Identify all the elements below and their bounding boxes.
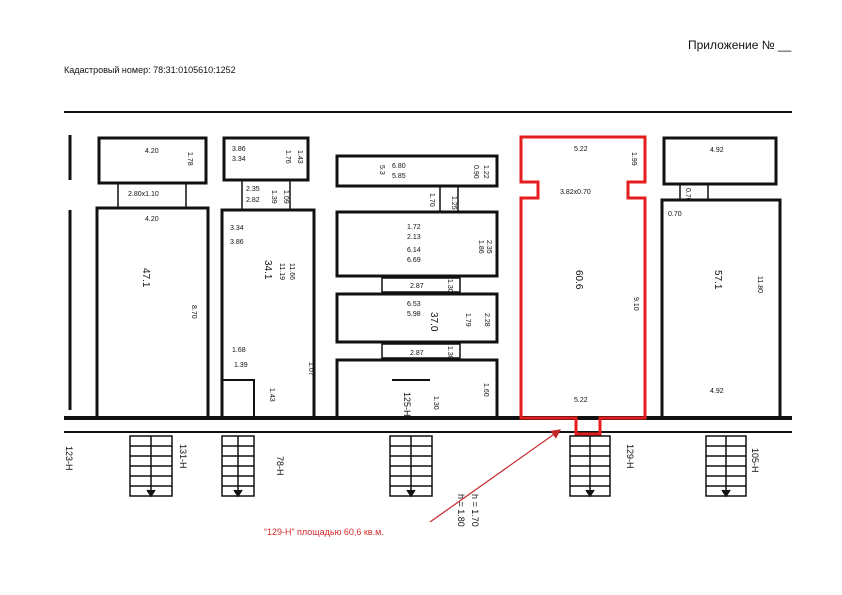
dim-u3-u: 1.30 xyxy=(446,346,453,360)
building-walls xyxy=(64,111,792,433)
dim-u1-h: 8.70 xyxy=(190,305,197,319)
dim-u3-g: 1.25 xyxy=(450,196,457,210)
area-u3: 37.0 xyxy=(428,312,439,332)
dim-u2-l: 11.66 xyxy=(288,263,295,280)
dim-u3-o: 1.30 xyxy=(446,279,453,293)
dim-u4-h: 9.10 xyxy=(632,297,639,311)
dim-u3-a: 6.80 xyxy=(392,163,406,170)
area-u1: 47.1 xyxy=(140,268,151,288)
label-123-n: 123-Н xyxy=(64,446,74,471)
dim-u2-o: 1.07 xyxy=(307,362,314,376)
dim-u3-b: 5.85 xyxy=(392,173,406,180)
label-h-1-70: h = 1.70 xyxy=(470,494,480,527)
dim-u3-c: 1.22 xyxy=(482,165,489,179)
dim-u5-h: 11.80 xyxy=(756,276,763,293)
dim-u1-main-w: 4.20 xyxy=(145,216,159,223)
dim-u2-m: 1.68 xyxy=(232,347,246,354)
dim-u2-p: 1.43 xyxy=(268,388,275,402)
area-u4: 60.6 xyxy=(573,270,584,290)
unit-78-n xyxy=(220,136,316,420)
label-h-1-80: h = 1.80 xyxy=(456,494,466,527)
callout-text: “129-Н” площадью 60,6 кв.м. xyxy=(264,527,384,537)
label-78-n: 78-Н xyxy=(275,456,285,476)
cadastral-number: Кадастровый номер: 78:31:0105610:1252 xyxy=(64,65,236,75)
dim-u1-top-w: 4.20 xyxy=(145,148,159,155)
unit-131-n xyxy=(95,136,210,420)
dim-u3-p: 6.53 xyxy=(407,301,421,308)
staircase-5 xyxy=(705,435,747,498)
dim-u1-pass: 2.80x1.10 xyxy=(128,191,159,198)
label-125-n: 125-Н xyxy=(402,392,412,417)
callout-arrow xyxy=(429,429,561,523)
dim-u2-c: 1.76 xyxy=(284,150,291,164)
dim-u5-bottom-w: 4.92 xyxy=(710,388,724,395)
dim-u4-top-h: 1.99 xyxy=(630,152,637,166)
dim-u2-b: 3.34 xyxy=(232,156,246,163)
dim-u4-top-w: 5.22 xyxy=(574,146,588,153)
dim-u2-h: 1.39 xyxy=(270,190,277,204)
dim-u4-bottom-w: 5.22 xyxy=(574,397,588,404)
dim-u2-e: 2.35 xyxy=(246,186,260,193)
dim-u3-m: 2.35 xyxy=(485,240,492,254)
dim-u1-top-h: 1.78 xyxy=(186,152,193,166)
dim-u3-j: 6.14 xyxy=(407,247,421,254)
staircase-1 xyxy=(129,435,173,498)
dim-u3-e: 5.3 xyxy=(378,165,385,175)
dim-u3-w: 1.30 xyxy=(432,396,439,410)
label-105-n: 105-Н xyxy=(750,448,760,473)
dim-u3-q: 5.98 xyxy=(407,311,421,318)
appendix-number: Приложение № __ xyxy=(688,38,792,52)
dim-u3-r: 2.28 xyxy=(483,313,490,327)
dim-u2-g: 1.09 xyxy=(282,190,289,204)
dim-u3-v: 1.60 xyxy=(482,383,489,397)
staircase-4 xyxy=(569,435,611,498)
unit-125-n xyxy=(335,154,499,420)
dim-u2-i: 3.34 xyxy=(230,225,244,232)
dim-u3-f: 1.70 xyxy=(428,193,435,207)
dim-u3-l: 1.86 xyxy=(477,240,484,254)
staircase-3 xyxy=(389,435,433,498)
unit-105-n xyxy=(660,136,782,420)
area-u5: 57.1 xyxy=(712,270,723,290)
dim-u2-j: 3.86 xyxy=(230,239,244,246)
label-131-n: 131-Н xyxy=(178,444,188,469)
staircase-2 xyxy=(221,435,255,498)
label-129-n: 129-Н xyxy=(625,444,635,469)
dim-u4-pass: 3.82x0.70 xyxy=(560,189,591,196)
dim-u2-a: 3.86 xyxy=(232,146,246,153)
dim-u5-a: 0.70 xyxy=(684,188,691,202)
area-u2: 34.1 xyxy=(262,260,273,280)
dim-u3-h: 1.72 xyxy=(407,224,421,231)
dim-u3-d: 0.90 xyxy=(472,165,479,179)
unit-129-n-highlighted xyxy=(519,135,647,436)
dim-u3-i: 2.13 xyxy=(407,234,421,241)
dim-u5-top-w: 4.92 xyxy=(710,147,724,154)
dim-u2-k: 11.19 xyxy=(278,263,285,280)
dim-u3-t: 2.87 xyxy=(410,350,424,357)
dim-u5-b: 0.70 xyxy=(668,211,682,218)
dim-u3-n: 2.87 xyxy=(410,283,424,290)
dim-u2-d: 1.43 xyxy=(296,150,303,164)
dim-u2-n: 1.39 xyxy=(234,362,248,369)
dim-u3-k: 6.69 xyxy=(407,257,421,264)
dim-u2-f: 2.82 xyxy=(246,197,260,204)
dim-u3-s: 1.79 xyxy=(464,313,471,327)
